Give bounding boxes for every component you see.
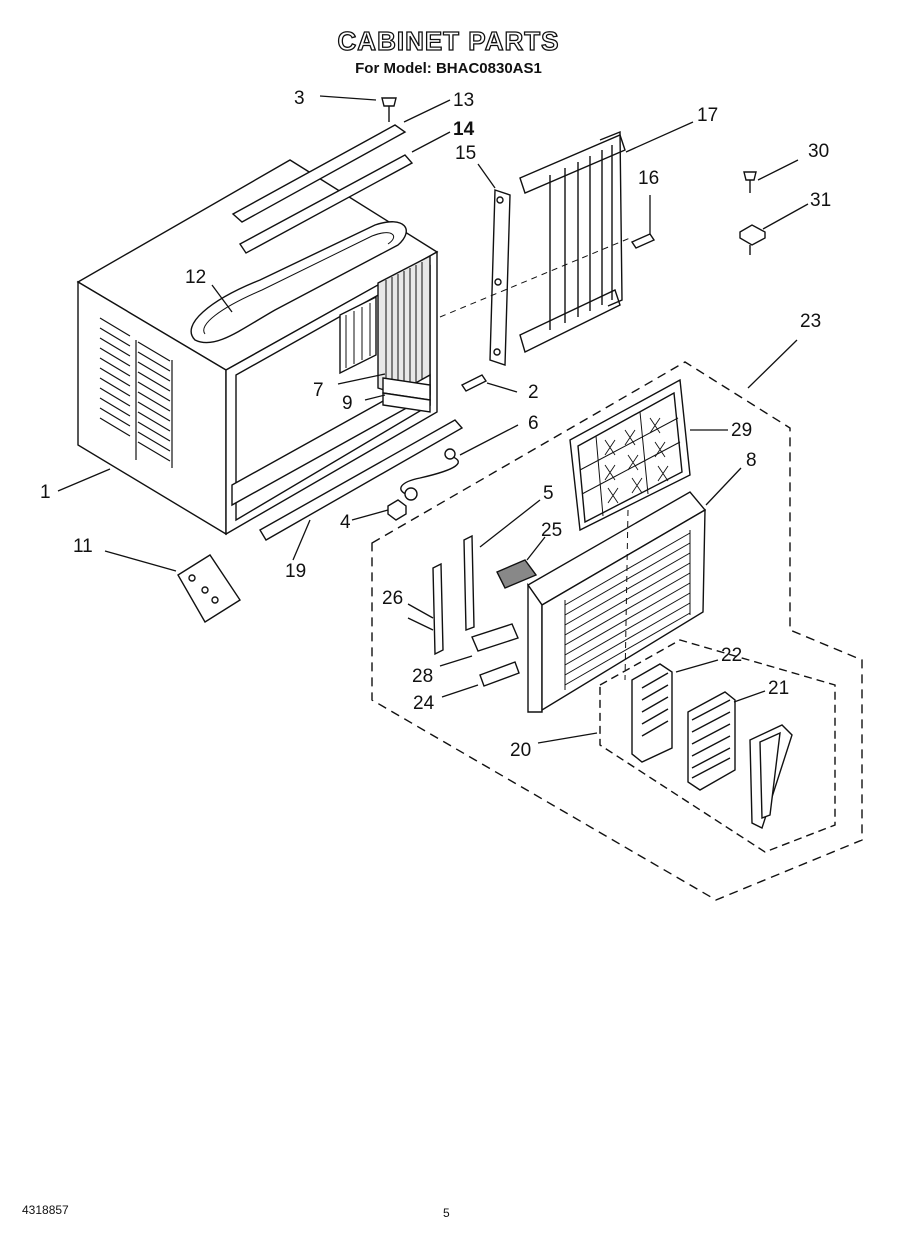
part-louver-frame: [749, 724, 793, 829]
callout-24: 24: [413, 693, 435, 714]
part-nut-4: [387, 499, 407, 521]
callout-28: 28: [412, 666, 433, 687]
callout-3: 3: [294, 88, 305, 109]
part-block-28: [471, 623, 519, 652]
diagram-title: CABINET PARTS: [337, 25, 560, 56]
leader-lines: [57, 95, 809, 744]
callout-8: 8: [746, 450, 757, 471]
callout-22: 22: [721, 645, 742, 666]
part-screw-16: [630, 233, 656, 249]
callout-9: 9: [342, 393, 353, 414]
callout-16: 16: [638, 168, 659, 189]
callout-15: 15: [455, 143, 476, 164]
document-number: 4318857: [22, 1203, 69, 1217]
callout-4: 4: [340, 512, 351, 533]
part-pad-25: [496, 559, 538, 589]
part-side-curtain: [519, 130, 626, 353]
part-block-24: [479, 661, 520, 687]
page-number: 5: [443, 1206, 450, 1220]
callout-29: 29: [731, 420, 752, 441]
louver-assembly-boundary: [599, 639, 836, 853]
front-panel-boundary: [371, 361, 863, 901]
part-strip-19: [259, 419, 464, 541]
callout-25: 25: [541, 520, 562, 541]
callout-6: 6: [528, 413, 539, 434]
callout-30: 30: [808, 141, 829, 162]
part-screw-2: [460, 374, 488, 392]
part-screw-3: [381, 97, 397, 122]
callout-5: 5: [543, 483, 554, 504]
part-seal-5: [463, 534, 475, 632]
callout-13: 13: [453, 90, 474, 111]
callout-11: 11: [73, 536, 93, 557]
part-strip-14: [238, 154, 414, 254]
part-louver-21: [687, 691, 736, 791]
part-strap-6: [400, 454, 459, 496]
part-filter-29: [569, 378, 691, 532]
part-strip-13: [231, 124, 407, 223]
callout-20: 20: [510, 740, 531, 761]
callout-7: 7: [313, 380, 324, 401]
part-seal-loop: [190, 221, 407, 344]
callout-1: 1: [40, 482, 51, 503]
part-cabinet: [76, 159, 439, 536]
callout-19: 19: [285, 561, 306, 582]
part-louver-22: [631, 663, 673, 763]
model-subtitle: For Model: BHAC0830AS1: [355, 60, 542, 77]
callout-12: 12: [185, 267, 206, 288]
callout-14: 14: [453, 119, 475, 140]
callout-26: 26: [382, 588, 403, 609]
callout-2: 2: [528, 382, 539, 403]
callout-17: 17: [697, 105, 718, 126]
part-9: [382, 392, 431, 413]
part-bracket-15: [489, 189, 511, 366]
callout-31: 31: [810, 190, 831, 211]
part-bracket-31: [739, 224, 766, 246]
callout-23: 23: [800, 311, 821, 332]
part-clip-11: [177, 554, 241, 623]
part-screw-30: [743, 171, 757, 193]
part-seal-26: [432, 562, 444, 656]
callout-21: 21: [768, 678, 789, 699]
part-grille-8: [526, 491, 707, 713]
